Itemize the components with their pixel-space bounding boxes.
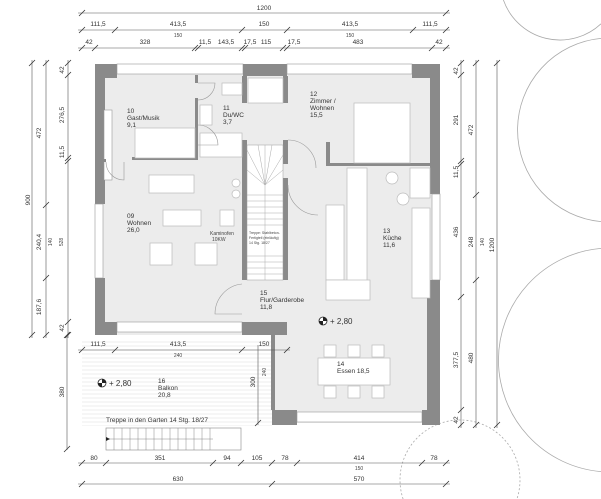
svg-text:17,5: 17,5 [288,39,301,46]
dimensions: 1200 111,5 413,5 150 413,5 111,5 150 150… [25,5,501,488]
svg-text:187,6: 187,6 [36,298,43,315]
garden-stair [105,427,242,451]
svg-text:78: 78 [281,455,289,462]
svg-text:143,5: 143,5 [218,39,235,46]
stair-note: Fertigteil (einläufig) [249,236,279,240]
tree-icon [498,248,601,472]
svg-text:240: 240 [174,353,183,359]
svg-text:11,5: 11,5 [453,166,460,179]
level-marker: + 2,80 [318,316,353,326]
svg-text:413,5: 413,5 [342,21,359,28]
doors [105,82,319,315]
svg-text:300: 300 [250,376,257,387]
svg-text:105: 105 [252,455,263,462]
trees [399,0,601,499]
svg-text:150: 150 [355,466,364,472]
svg-text:570: 570 [354,476,365,483]
svg-text:42: 42 [59,66,66,74]
tree-icon [517,38,601,222]
svg-text:42: 42 [59,324,66,332]
svg-text:80: 80 [90,455,98,462]
svg-text:248: 248 [468,236,475,247]
svg-text:380: 380 [59,386,66,397]
svg-text:111,5: 111,5 [90,21,106,28]
svg-text:413,5: 413,5 [170,341,187,348]
svg-text:414: 414 [354,455,365,462]
svg-text:150: 150 [259,341,270,348]
svg-text:1200: 1200 [257,5,272,12]
level-label: + 2,80 [109,379,132,388]
svg-text:630: 630 [173,476,184,483]
svg-text:377,5: 377,5 [453,351,460,368]
svg-text:436: 436 [453,226,460,237]
svg-text:94: 94 [223,455,231,462]
stair-note: Treppe: Stahlbeton- [249,231,281,235]
svg-text:240,4: 240,4 [36,233,43,250]
svg-text:115: 115 [261,39,272,46]
svg-text:140: 140 [480,238,486,247]
svg-text:42: 42 [85,39,93,46]
kaminofen-label: Kaminofen [210,231,234,237]
svg-text:483: 483 [353,39,364,46]
svg-text:900: 900 [25,194,32,205]
svg-text:150: 150 [346,33,355,39]
svg-text:11,5: 11,5 [199,39,212,46]
svg-text:17,5: 17,5 [244,39,257,46]
svg-text:413,5: 413,5 [170,21,187,28]
stair-note: 14 Stg. 18/27 [249,241,270,245]
svg-text:240: 240 [262,368,268,377]
tree-icon [503,0,601,41]
svg-text:111,5: 111,5 [90,341,106,348]
svg-text:328: 328 [140,39,151,46]
svg-text:472: 472 [468,124,475,135]
svg-text:472: 472 [36,127,43,138]
svg-text:42: 42 [453,416,460,424]
svg-text:1200: 1200 [489,237,496,252]
svg-text:150: 150 [259,21,270,28]
level-label: + 2,80 [330,317,353,326]
svg-text:42: 42 [435,39,443,46]
tree-icon [399,419,521,499]
svg-text:111,5: 111,5 [422,21,438,28]
outer-walls [94,63,441,425]
interior-stair: Treppe: Stahlbeton- Fertigteil (einläufi… [246,144,284,281]
svg-text:528: 528 [59,238,65,247]
kaminofen-power: 10KW [212,237,226,243]
svg-text:140: 140 [48,238,54,247]
svg-text:276,5: 276,5 [59,106,66,123]
svg-text:291: 291 [453,114,460,125]
svg-text:150: 150 [174,33,183,39]
svg-text:78: 78 [430,455,438,462]
svg-text:480: 480 [468,352,475,363]
svg-text:11,5: 11,5 [59,146,66,159]
svg-text:351: 351 [155,455,166,462]
svg-text:42: 42 [453,67,460,75]
inner-walls [96,75,430,280]
garden-stair-label: Treppe in den Garten 14 Stg. 18/27 [106,417,208,424]
level-marker: + 2,80 [97,378,132,388]
balcony-floor [82,340,272,426]
furniture [134,77,431,399]
